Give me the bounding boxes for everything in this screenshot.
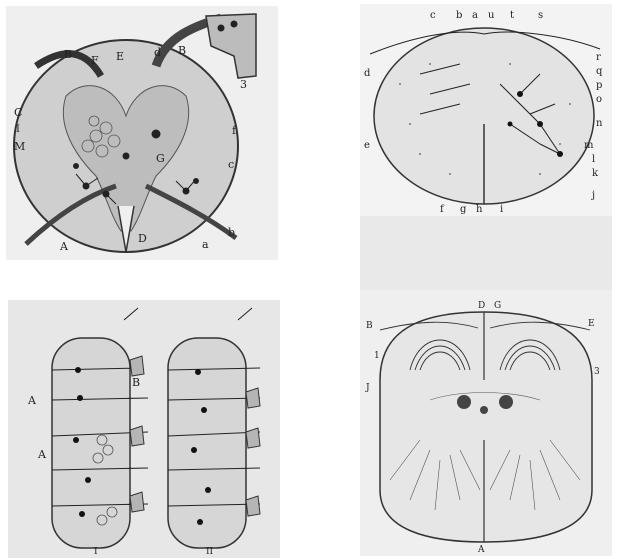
label-figd-1: 1 xyxy=(374,351,380,361)
label-figb-a: a xyxy=(472,10,478,21)
label-figb-k: k xyxy=(592,168,599,179)
label-figb-f: f xyxy=(440,204,445,215)
label-figd-3: 3 xyxy=(594,367,600,377)
label-figa-A: A xyxy=(59,240,69,253)
label-figb-l: l xyxy=(592,154,595,165)
label-figd-B: B xyxy=(366,321,373,331)
label-figd-D: D xyxy=(478,301,485,311)
label-figb-h: h xyxy=(476,204,483,215)
label-figc-I: I xyxy=(94,547,98,557)
label-figb-g: g xyxy=(460,204,467,215)
label-figa-b: b xyxy=(228,226,235,239)
label-figb-i: i xyxy=(500,204,503,215)
label-figa-E: E xyxy=(116,50,124,63)
label-figd-G: G xyxy=(494,301,501,311)
label-figb-t: t xyxy=(510,10,514,21)
label-figa-I: I xyxy=(16,124,20,135)
label-figb-u: u xyxy=(488,10,495,21)
label-figb-m: m xyxy=(584,140,594,151)
label-figb-r: r xyxy=(596,52,601,63)
blank-plate-area xyxy=(360,216,612,290)
label-figa-a: a xyxy=(202,238,209,251)
label-figb-d: d xyxy=(364,68,371,79)
label-figb-o: o xyxy=(596,94,602,105)
label-figb-j: j xyxy=(591,190,595,201)
label-figb-e: e xyxy=(364,140,370,151)
label-figc-A1: A xyxy=(27,394,37,407)
label-figd-E: E xyxy=(588,319,595,329)
label-figb-b: b xyxy=(456,10,462,21)
figure-longitudinal-sections: A B A I II xyxy=(8,300,280,558)
label-figa-B1: B xyxy=(64,48,72,61)
label-figb-c: c xyxy=(430,10,436,21)
label-figa-3: 3 xyxy=(240,78,247,91)
label-figb-s: s xyxy=(538,10,543,21)
longitudinal-sections-drawing: A B A I II xyxy=(8,300,280,558)
label-figa-M: M xyxy=(14,140,25,153)
label-figa-F: F xyxy=(91,54,99,67)
figure-spinal-cord-section-c: D G B E 1 J 3 A xyxy=(360,290,612,556)
label-figc-B: B xyxy=(132,376,140,389)
label-figa-D: D xyxy=(138,232,147,245)
label-figa-d: d xyxy=(154,46,161,59)
label-figb-p: p xyxy=(596,80,602,91)
spinal-cord-drawing-a: B F E d B 3 C I M G f c A D a b xyxy=(6,6,278,260)
label-figb-q: q xyxy=(596,66,603,77)
label-figd-J: J xyxy=(365,383,370,393)
label-figb-n: n xyxy=(596,118,603,129)
label-figc-II: II xyxy=(206,547,214,557)
label-figc-A2: A xyxy=(37,448,47,461)
spinal-cord-drawing-c: D G B E 1 J 3 A xyxy=(360,290,612,556)
label-figd-A: A xyxy=(477,545,485,555)
figure-spinal-cord-section-b: c b a u t s d r q p o n e m l k j f g h … xyxy=(360,4,612,216)
figure-spinal-cord-section-a: B F E d B 3 C I M G f c A D a b xyxy=(6,6,278,260)
label-figa-C: C xyxy=(14,106,22,119)
label-figa-G: G xyxy=(156,152,165,165)
spinal-cord-drawing-b: c b a u t s d r q p o n e m l k j f g h … xyxy=(360,4,612,216)
label-figa-B2: B xyxy=(178,44,186,57)
label-figa-c: c xyxy=(228,158,234,171)
